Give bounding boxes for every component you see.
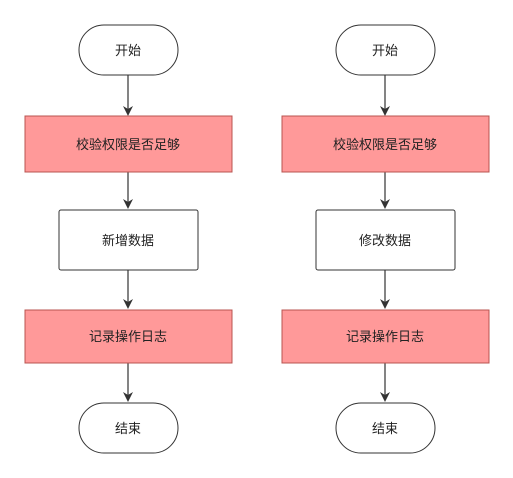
node-end-left[interactable]: 结束: [78, 402, 179, 454]
node-label: 开始: [372, 44, 398, 59]
node-start-right[interactable]: 开始: [335, 24, 436, 76]
node-label: 新增数据: [102, 233, 154, 249]
node-label: 记录操作日志: [346, 329, 424, 345]
node-label: 校验权限是否足够: [333, 137, 437, 153]
node-check-permission-left[interactable]: 校验权限是否足够: [24, 115, 233, 173]
node-add-data[interactable]: 新增数据: [58, 209, 199, 271]
flow-right: 开始 校验权限是否足够 修改数据 记录操作日志 结束: [281, 24, 490, 454]
node-end-right[interactable]: 结束: [335, 402, 436, 454]
node-start-left[interactable]: 开始: [78, 24, 179, 76]
node-label: 修改数据: [359, 234, 411, 249]
node-edit-data[interactable]: 修改数据: [315, 209, 456, 271]
node-label: 开始: [115, 44, 141, 59]
node-label: 记录操作日志: [89, 329, 167, 345]
node-label: 结束: [372, 422, 398, 437]
node-log-operation-right[interactable]: 记录操作日志: [281, 309, 490, 364]
node-label: 结束: [115, 422, 141, 437]
flow-left: 开始 校验权限是否足够 新增数据 记录操作日志 结束: [24, 24, 233, 454]
node-check-permission-right[interactable]: 校验权限是否足够: [281, 115, 490, 173]
node-log-operation-left[interactable]: 记录操作日志: [24, 309, 233, 364]
node-label: 校验权限是否足够: [76, 137, 180, 153]
